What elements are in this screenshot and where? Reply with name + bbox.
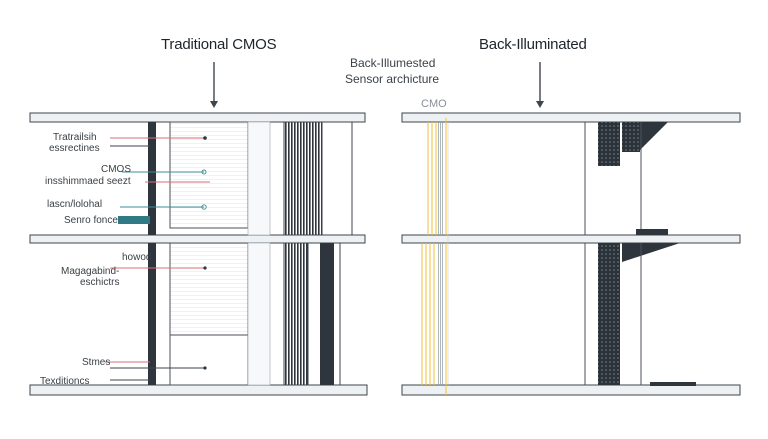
label-cmo: CMO (421, 98, 447, 110)
left-dark-column-bottom (148, 243, 156, 385)
left-stripe-column-bottom (283, 242, 309, 386)
left-dark-wedge (320, 243, 334, 385)
left-leader-lines (105, 136, 210, 381)
label-essrectines: essrectines (49, 143, 100, 154)
label-lascn-lolohal: lascn/lolohal (47, 199, 103, 210)
light-path-lines (421, 118, 447, 395)
right-dark-column-bottom (598, 243, 620, 385)
arrow-down-icon (536, 62, 544, 108)
traditional-cmos-title: Traditional CMOS (161, 36, 277, 53)
right-dotted-block (622, 122, 640, 152)
right-small-bar (636, 229, 668, 235)
label-howod: howod (122, 252, 152, 263)
label-texditioncs: Texditioncs (40, 376, 90, 387)
center-caption-line2: Sensor archicture (345, 72, 440, 86)
left-cell-bottom-lower (169, 334, 249, 386)
center-caption-line1: Back-Illumested (350, 56, 436, 70)
label-stmes: Stmes (82, 357, 111, 368)
right-base-bar (650, 382, 696, 386)
back-illuminated-title: Back-Illuminated (479, 36, 587, 53)
label-insshimmaed-seezt: insshimmaed seezt (45, 176, 131, 187)
right-bottom-plate (401, 384, 741, 396)
right-dark-wedge-bottom (622, 243, 680, 262)
right-dark-column-top (598, 122, 620, 166)
traditional-cmos-structure (29, 62, 368, 396)
label-senro-fonce: Senro fonce (64, 215, 118, 226)
left-cell-bottom (169, 242, 249, 336)
right-dark-wedge-top (640, 122, 668, 150)
left-stripe-column-top (283, 121, 323, 236)
left-dark-column-top (148, 122, 156, 235)
label-cmos: CMOS (101, 164, 131, 175)
label-eschictrs: eschictrs (80, 277, 120, 288)
right-top-plate (401, 112, 741, 123)
label-tratrailsih: Tratrailsih (53, 132, 97, 143)
back-illuminated-structure (401, 62, 741, 396)
left-middle-plate (29, 234, 366, 244)
left-top-plate (29, 112, 366, 123)
sensor-block (118, 216, 150, 224)
right-middle-plate (401, 234, 741, 244)
arrow-down-icon (210, 62, 218, 108)
label-magagabind: Magagabind- (61, 266, 120, 277)
